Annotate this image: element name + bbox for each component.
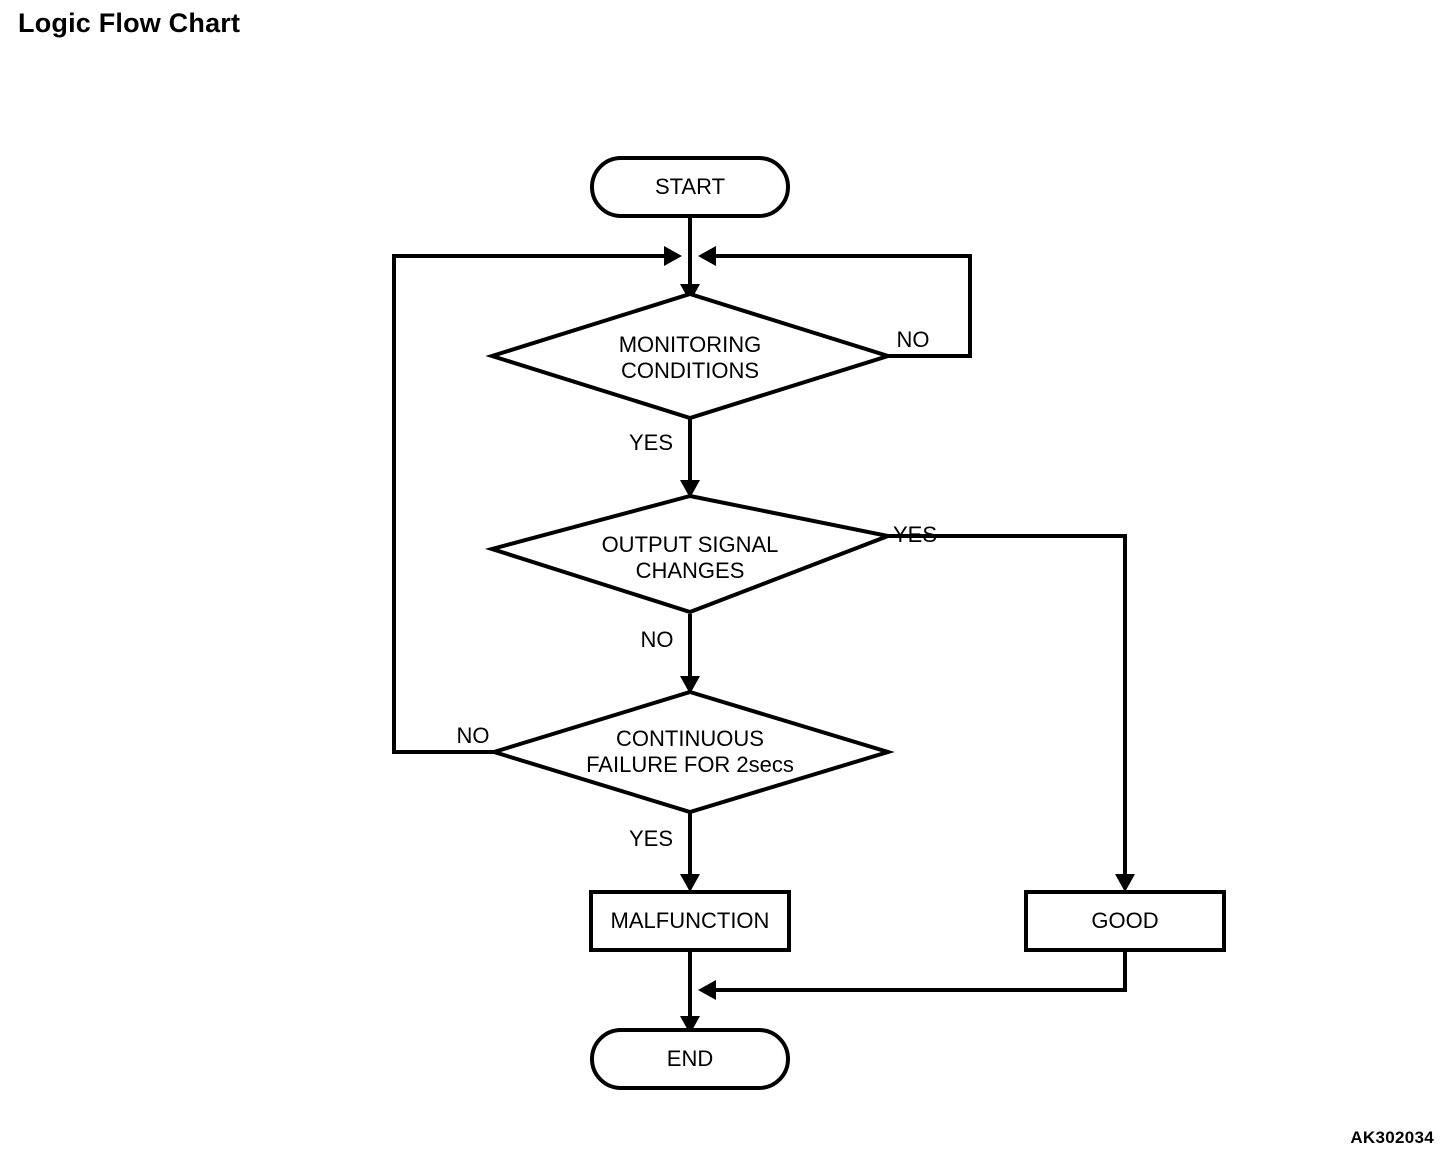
arrow-head-icon: [680, 676, 700, 694]
connector-malfunction-to-end: [680, 948, 700, 1034]
node-good-label: GOOD: [1091, 908, 1158, 933]
node-malfunction[interactable]: MALFUNCTION: [589, 890, 791, 952]
edge-label-output-no: NO: [641, 627, 674, 652]
node-malfunction-label: MALFUNCTION: [611, 908, 770, 933]
edge-label-continuous-yes: YES: [629, 826, 673, 851]
arrow-head-icon: [698, 980, 716, 1000]
watermark-label: AK302034: [1350, 1128, 1434, 1147]
connector-continuous-yes-to-malfunction: [680, 810, 700, 892]
arrow-head-icon: [680, 1016, 700, 1034]
connector-output-yes-to-good: [888, 534, 1135, 892]
connector-monitoring-no-right-loop: [698, 246, 972, 358]
node-output-label-line2: CHANGES: [636, 558, 745, 583]
node-output-label-line1: OUTPUT SIGNAL: [602, 532, 779, 557]
arrow-head-icon: [664, 246, 682, 266]
node-continuous-failure[interactable]: CONTINUOUS FAILURE FOR 2secs: [487, 689, 895, 815]
edge-label-continuous-no: NO: [457, 723, 490, 748]
arrow-head-icon: [698, 246, 716, 266]
page-title: Logic Flow Chart: [18, 8, 241, 38]
node-good[interactable]: GOOD: [1024, 890, 1226, 952]
connector-monitoring-yes-to-output: [680, 418, 700, 498]
node-monitoring-conditions[interactable]: MONITORING CONDITIONS: [485, 291, 895, 421]
arrow-head-icon: [680, 480, 700, 498]
connector-good-to-merge: [698, 948, 1127, 1000]
arrow-head-icon: [1115, 874, 1135, 892]
node-continuous-label-line1: CONTINUOUS: [616, 726, 764, 751]
node-monitoring-label-line1: MONITORING: [619, 332, 762, 357]
connector-output-no-to-continuous: [680, 614, 700, 694]
node-monitoring-label-line2: CONDITIONS: [621, 358, 759, 383]
node-start-label: START: [655, 174, 725, 199]
node-output-signal-changes[interactable]: OUTPUT SIGNAL CHANGES: [484, 493, 896, 615]
arrow-head-icon: [680, 874, 700, 892]
node-continuous-label-line2: FAILURE FOR 2secs: [586, 752, 794, 777]
edge-label-monitoring-no: NO: [897, 327, 930, 352]
node-start[interactable]: START: [590, 156, 790, 218]
connector-continuous-no-left-loop: [392, 246, 682, 754]
node-end[interactable]: END: [590, 1028, 790, 1090]
node-end-label: END: [667, 1046, 713, 1071]
edge-label-monitoring-yes: YES: [629, 430, 673, 455]
edge-label-output-yes: YES: [893, 522, 937, 547]
connector-start-to-monitoring: [680, 216, 700, 302]
